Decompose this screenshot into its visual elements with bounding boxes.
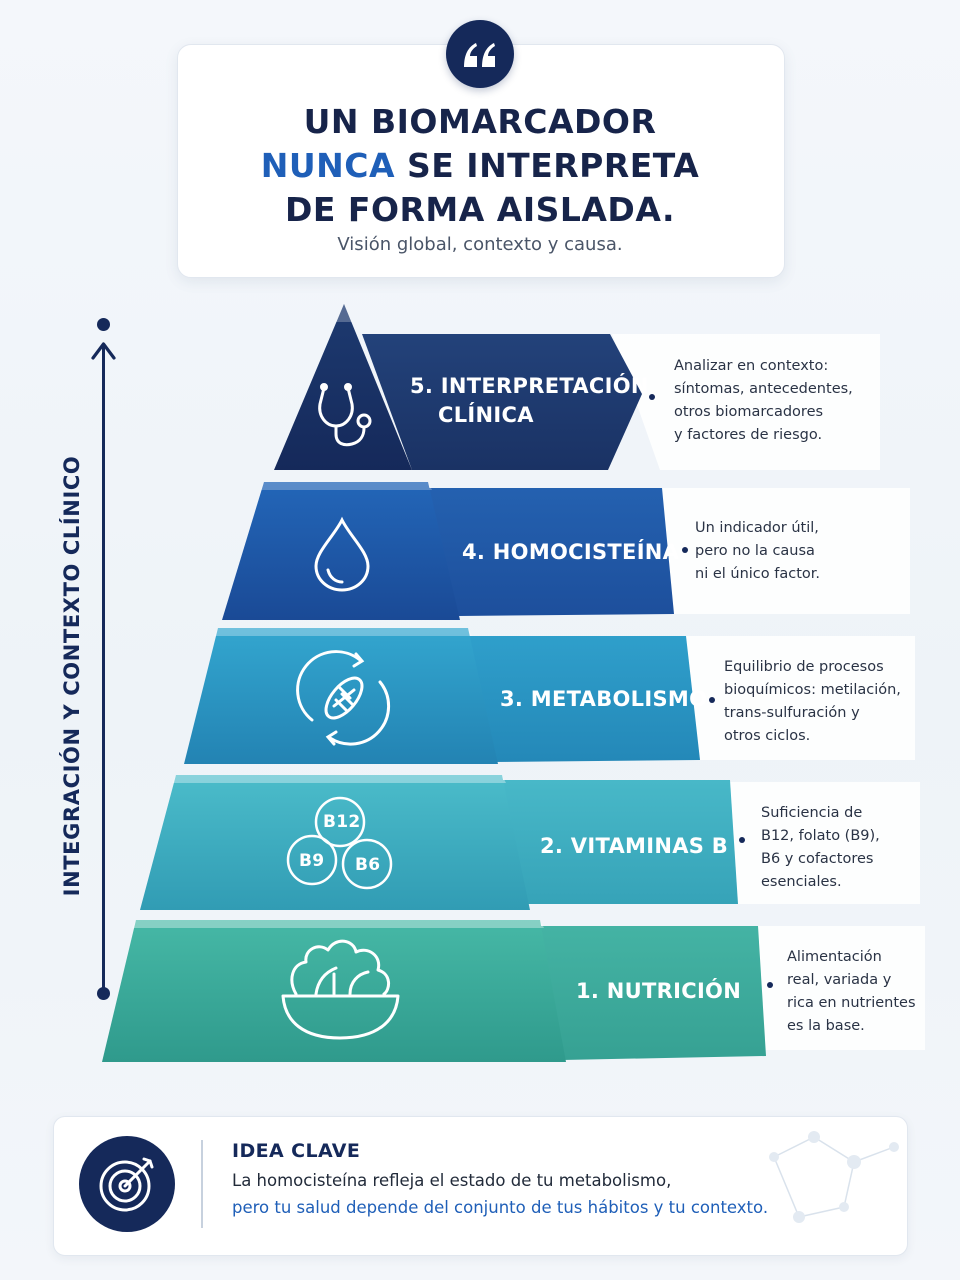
desc-line: real, variada y	[787, 972, 892, 988]
desc-line: Analizar en contexto:	[674, 358, 829, 374]
desc-line: síntomas, antecedentes,	[674, 381, 853, 397]
desc-line: y factores de riesgo.	[674, 427, 823, 443]
level-3-description: Equilibrio de procesos bioquímicos: meti…	[724, 656, 901, 748]
axis-arrow-icon	[91, 342, 116, 360]
level-3-label: 3. METABOLISMO	[500, 687, 708, 711]
desc-line: otros biomarcadores	[674, 404, 824, 420]
title-line-2-rest: SE INTERPRETA	[395, 146, 700, 185]
level-1-label: 1. NUTRICIÓN	[576, 979, 742, 1003]
water-drop-icon	[314, 516, 370, 592]
key-idea-line-1: La homocisteína refleja el estado de tu …	[232, 1171, 672, 1190]
vitamin-b9-text: B9	[299, 851, 325, 871]
desc-line: B12, folato (B9),	[761, 828, 880, 844]
desc-line: Alimentación	[787, 949, 882, 965]
desc-line: rica en nutrientes	[787, 995, 916, 1011]
quote-icon	[446, 20, 514, 88]
title-line-2: NUNCA SE INTERPRETA	[177, 144, 783, 188]
level-2-description: Suficiencia de B12, folato (B9), B6 y co…	[761, 802, 880, 894]
level-5-label-line-1: 5. INTERPRETACIÓN	[410, 374, 649, 398]
desc-line: Suficiencia de	[761, 805, 863, 821]
desc-line: otros ciclos.	[724, 728, 811, 744]
title-line-3: DE FORMA AISLADA.	[284, 190, 676, 229]
pyramid-graphic	[102, 304, 773, 1062]
key-idea-title: IDEA CLAVE	[232, 1140, 361, 1162]
page-subtitle: Visión global, contexto y causa.	[337, 234, 623, 255]
level-4-label: 4. HOMOCISTEÍNA	[462, 540, 680, 564]
axis-top-dot	[97, 318, 110, 331]
page-title: UN BIOMARCADOR NUNCA SE INTERPRETA DE FO…	[177, 100, 783, 232]
vitamin-bubbles-icon	[286, 796, 393, 890]
level-5-label: 5. INTERPRETACIÓN CLÍNICA	[410, 372, 649, 430]
salad-bowl-icon	[281, 939, 400, 1040]
desc-line: B6 y cofactores	[761, 851, 874, 867]
key-idea-line-2: pero tu salud depende del conjunto de tu…	[232, 1198, 769, 1217]
title-line-1: UN BIOMARCADOR	[303, 102, 657, 141]
title-accent: NUNCA	[260, 146, 395, 185]
target-icon	[79, 1136, 175, 1232]
stethoscope-icon	[318, 383, 372, 447]
key-idea-card	[53, 1116, 908, 1256]
axis-bottom-dot	[97, 987, 110, 1000]
axis-line	[102, 346, 105, 994]
desc-line: Un indicador útil,	[695, 520, 819, 536]
level-1-description: Alimentación real, variada y rica en nut…	[787, 946, 916, 1038]
molecule-decoration	[769, 1131, 899, 1223]
desc-line: es la base.	[787, 1018, 865, 1034]
level-5-description: Analizar en contexto: síntomas, antecede…	[674, 355, 853, 447]
key-idea-divider	[201, 1140, 203, 1228]
level-4-description: Un indicador útil, pero no la causa ni e…	[695, 517, 820, 586]
vitamin-b12-text: B12	[323, 812, 361, 832]
desc-line: pero no la causa	[695, 543, 815, 559]
metabolism-cycle-icon	[296, 650, 391, 746]
desc-line: trans-sulfuración y	[724, 705, 860, 721]
desc-line: ni el único factor.	[695, 566, 821, 582]
level-5-label-line-2: CLÍNICA	[438, 403, 534, 427]
desc-line: esenciales.	[761, 874, 842, 890]
desc-line: bioquímicos: metilación,	[724, 682, 901, 698]
vitamin-b6-text: B6	[355, 855, 381, 875]
desc-line: Equilibrio de procesos	[724, 659, 884, 675]
level-2-label: 2. VITAMINAS B	[540, 834, 729, 858]
